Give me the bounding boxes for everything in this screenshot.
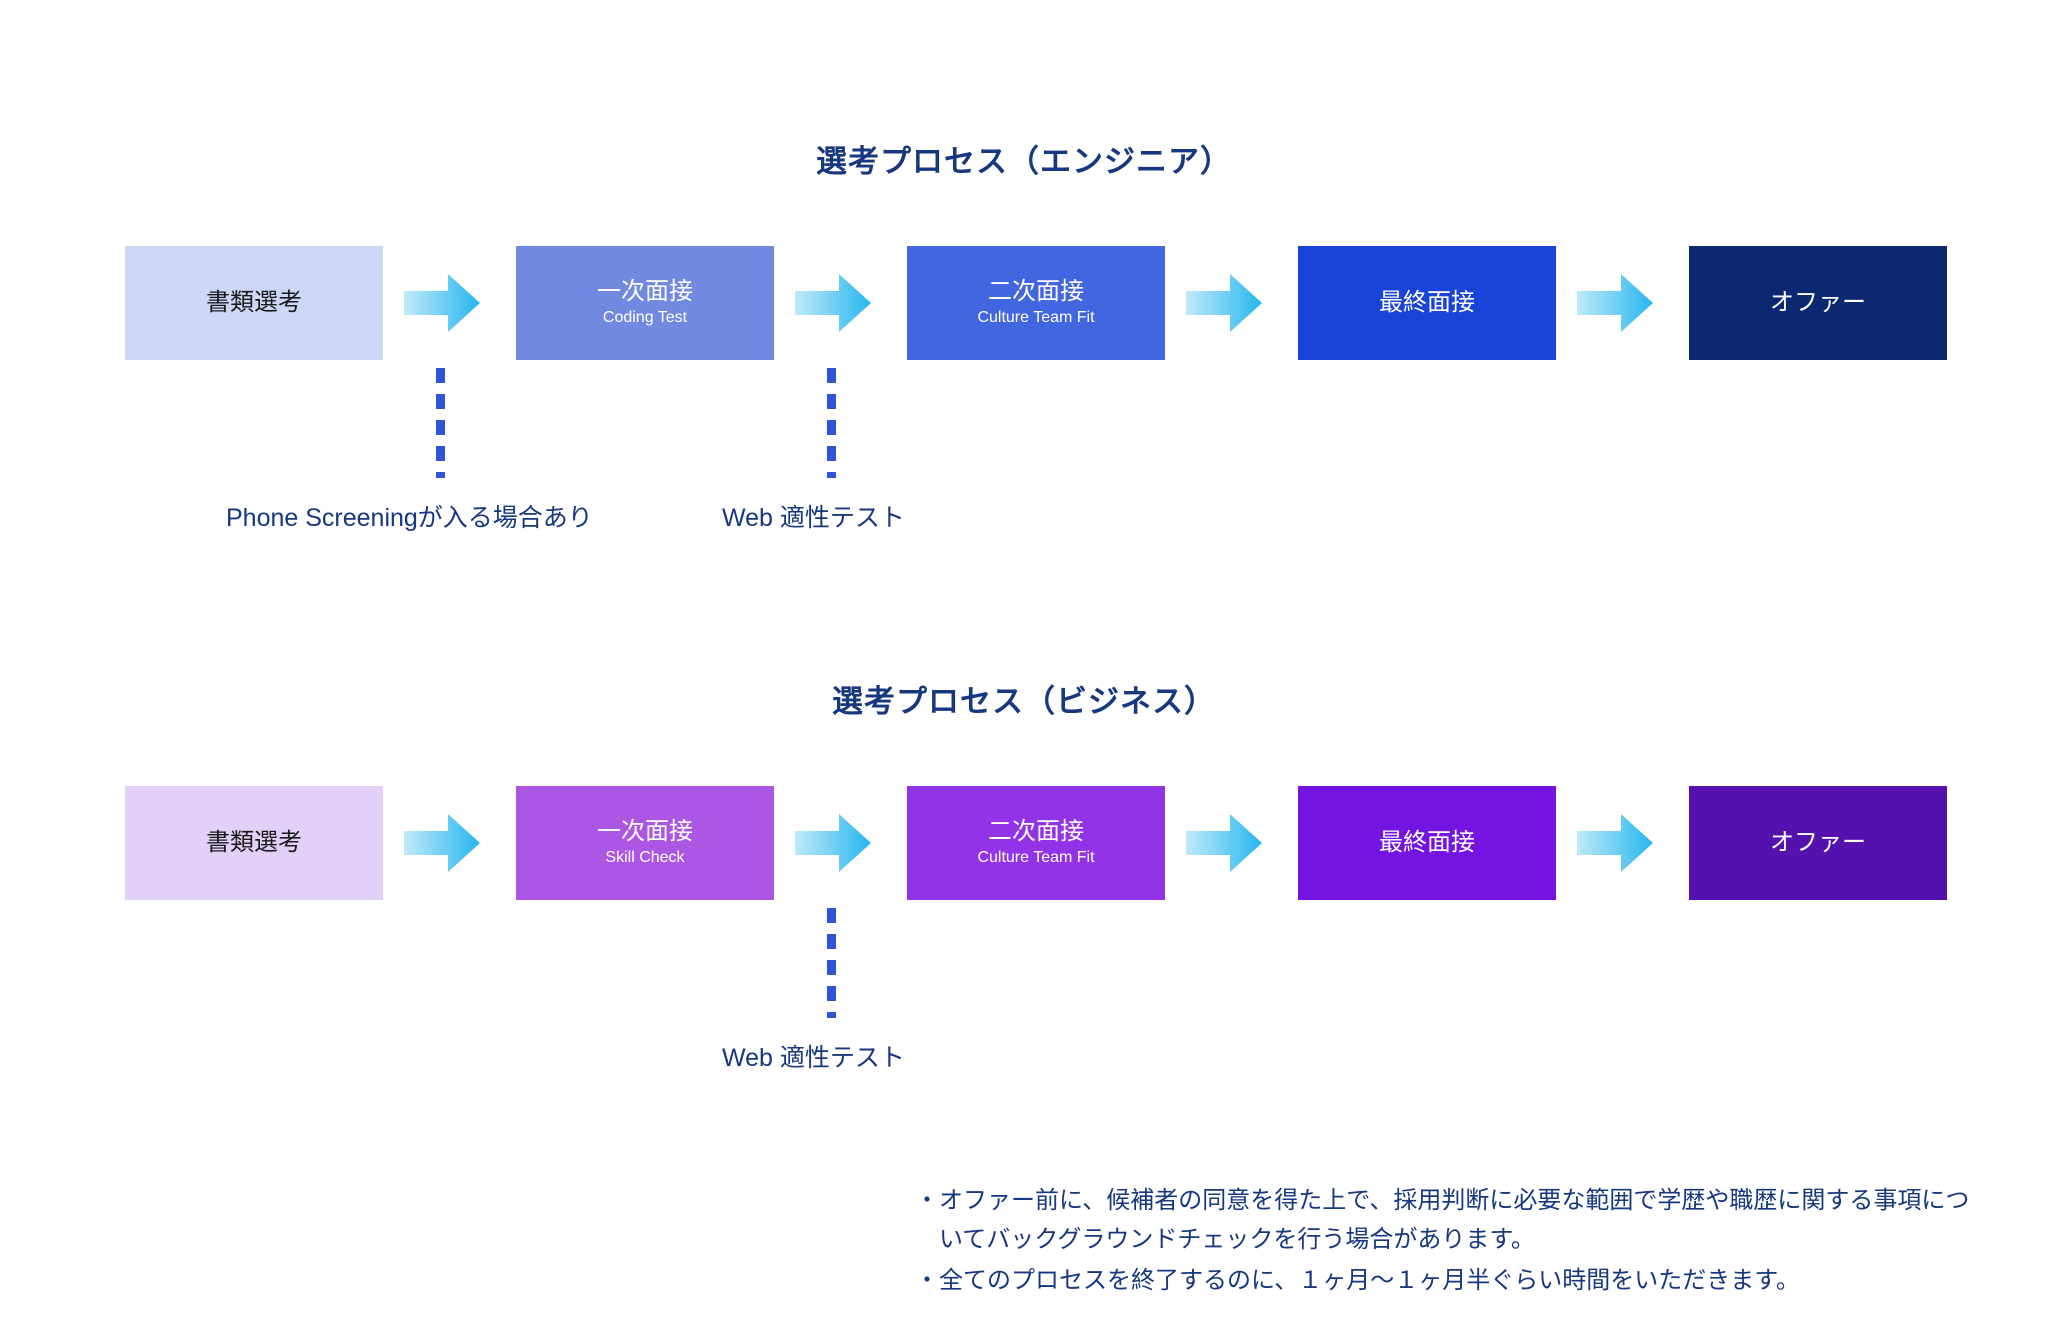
step-title: 書類選考 bbox=[206, 288, 302, 316]
step-title: 最終面接 bbox=[1379, 288, 1475, 316]
step-box-business-0[interactable]: 書類選考 bbox=[125, 786, 383, 900]
flow-row-engineer: 書類選考 一次面接 Coding Test bbox=[0, 246, 2048, 366]
step-title: 一次面接 bbox=[597, 817, 693, 845]
dotted-connector-engineer-web-test bbox=[827, 368, 836, 478]
arrow-right-icon bbox=[1577, 812, 1653, 874]
step-subtitle: Culture Team Fit bbox=[977, 849, 1095, 867]
arrow-right-icon bbox=[795, 272, 871, 334]
step-title: 最終面接 bbox=[1379, 828, 1475, 856]
step-box-engineer-4[interactable]: オファー bbox=[1689, 246, 1947, 360]
step-box-business-1[interactable]: 一次面接 Skill Check bbox=[516, 786, 774, 900]
footnote-item: ・ オファー前に、候補者の同意を得た上で、採用判断に必要な範囲で学歴や職歴に関す… bbox=[915, 1182, 1975, 1260]
section-title-business: 選考プロセス（ビジネス） bbox=[832, 684, 1216, 719]
step-title: 書類選考 bbox=[206, 828, 302, 856]
note-business-web-test: Web 適性テスト bbox=[722, 1044, 905, 1072]
arrow-right-icon bbox=[404, 812, 480, 874]
footnote-text: オファー前に、候補者の同意を得た上で、採用判断に必要な範囲で学歴や職歴に関する事… bbox=[939, 1187, 1970, 1253]
arrow-right-icon bbox=[1186, 272, 1262, 334]
step-box-engineer-3[interactable]: 最終面接 bbox=[1298, 246, 1556, 360]
arrow-right-icon bbox=[1186, 812, 1262, 874]
arrow-right-icon bbox=[404, 272, 480, 334]
bullet-icon: ・ bbox=[915, 1266, 939, 1294]
step-subtitle: Culture Team Fit bbox=[977, 309, 1095, 327]
step-title: オファー bbox=[1770, 288, 1866, 316]
section-title-engineer: 選考プロセス（エンジニア） bbox=[816, 144, 1232, 179]
footnote-text: 全てのプロセスを終了するのに、１ヶ月〜１ヶ月半ぐらい時間をいただきます。 bbox=[939, 1266, 1800, 1294]
step-title: 二次面接 bbox=[988, 817, 1084, 845]
step-box-engineer-2[interactable]: 二次面接 Culture Team Fit bbox=[907, 246, 1165, 360]
step-title: 二次面接 bbox=[988, 277, 1084, 305]
dotted-connector-engineer-phone-screening bbox=[436, 368, 445, 478]
step-box-business-4[interactable]: オファー bbox=[1689, 786, 1947, 900]
step-title: 一次面接 bbox=[597, 277, 693, 305]
step-title: オファー bbox=[1770, 828, 1866, 856]
step-box-business-3[interactable]: 最終面接 bbox=[1298, 786, 1556, 900]
step-subtitle: Coding Test bbox=[602, 309, 688, 327]
footnote-item: ・ 全てのプロセスを終了するのに、１ヶ月〜１ヶ月半ぐらい時間をいただきます。 bbox=[915, 1262, 1975, 1301]
note-engineer-web-test: Web 適性テスト bbox=[722, 504, 905, 532]
flow-row-business: 書類選考 一次面接 Skill Check bbox=[0, 786, 2048, 906]
step-subtitle: Skill Check bbox=[605, 849, 685, 867]
note-engineer-phone-screening: Phone Screeningが入る場合あり bbox=[226, 504, 593, 532]
arrow-right-icon bbox=[795, 812, 871, 874]
bullet-icon: ・ bbox=[915, 1187, 939, 1214]
arrow-right-icon bbox=[1577, 272, 1653, 334]
step-box-business-2[interactable]: 二次面接 Culture Team Fit bbox=[907, 786, 1165, 900]
footnotes-list: ・ オファー前に、候補者の同意を得た上で、採用判断に必要な範囲で学歴や職歴に関す… bbox=[915, 1182, 1975, 1303]
step-box-engineer-0[interactable]: 書類選考 bbox=[125, 246, 383, 360]
step-box-engineer-1[interactable]: 一次面接 Coding Test bbox=[516, 246, 774, 360]
dotted-connector-business-web-test bbox=[827, 908, 836, 1018]
